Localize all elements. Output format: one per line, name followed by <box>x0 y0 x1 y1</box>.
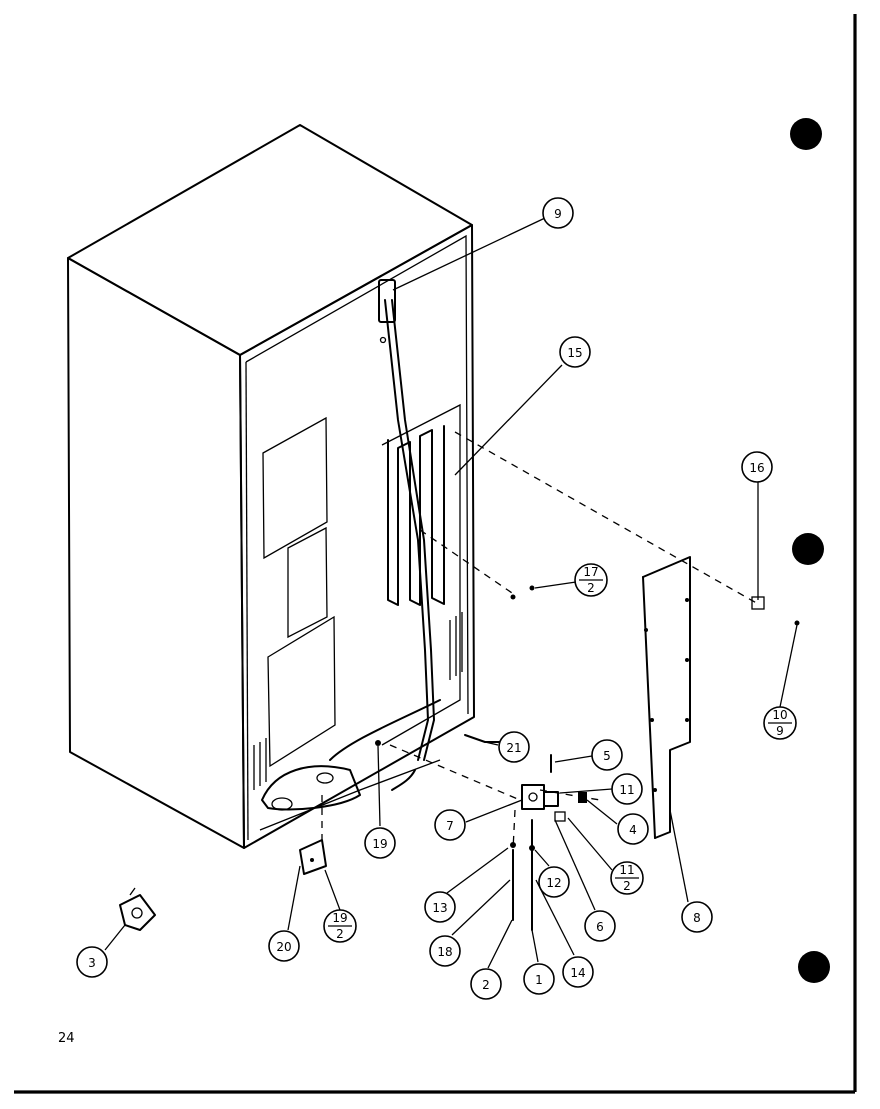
callout-number: 20 <box>276 940 291 954</box>
callout-2: 2 <box>470 968 502 1000</box>
callout-1: 1 <box>523 963 555 995</box>
callout-quantity: 9 <box>776 724 784 738</box>
refrigerator-cabinet <box>67 124 475 849</box>
callout-21: 21 <box>498 731 530 763</box>
callout-18: 18 <box>429 935 461 967</box>
callout-9: 9 <box>542 197 574 229</box>
rear-access-panel <box>642 556 691 839</box>
callout-7: 7 <box>434 809 466 841</box>
callout-14: 14 <box>562 956 594 988</box>
callout-10-9: 10 9 <box>763 706 797 740</box>
callout-number: 6 <box>596 920 604 934</box>
callout-number: 14 <box>570 966 585 980</box>
callout-number: 8 <box>693 911 701 925</box>
callout-16: 16 <box>741 451 773 483</box>
callout-4: 4 <box>617 813 649 845</box>
callout-number: 9 <box>554 207 562 221</box>
callout-number: 5 <box>603 749 611 763</box>
callout-number: 12 <box>546 876 561 890</box>
callout-quantity: 2 <box>587 581 595 595</box>
callout-quantity: 2 <box>623 879 631 893</box>
callout-quantity: 2 <box>336 927 344 941</box>
callout-number: 11 <box>619 863 634 877</box>
callout-number: 10 <box>772 708 787 722</box>
callout-number: 13 <box>432 901 447 915</box>
callout-3: 3 <box>76 946 108 978</box>
callout-11: 11 <box>611 773 643 805</box>
callout-number: 15 <box>567 346 582 360</box>
callout-number: 17 <box>583 565 598 579</box>
callout-number: 4 <box>629 823 637 837</box>
callout-11-2: 11 2 <box>610 861 644 895</box>
callout-number: 18 <box>437 945 452 959</box>
callout-15: 15 <box>559 336 591 368</box>
callout-17-2: 17 2 <box>574 563 608 597</box>
callout-13: 13 <box>424 891 456 923</box>
callout-number: 3 <box>88 956 96 970</box>
binder-holes <box>790 118 830 983</box>
callout-5: 5 <box>591 739 623 771</box>
small-parts <box>119 585 800 931</box>
callout-number: 11 <box>619 783 634 797</box>
callout-number: 7 <box>446 819 454 833</box>
page-number: 24 <box>58 1031 75 1046</box>
assembly-lines <box>321 431 761 851</box>
callout-19: 19 <box>364 827 396 859</box>
callout-8: 8 <box>681 901 713 933</box>
page-frame <box>14 14 857 1094</box>
callout-number: 1 <box>535 973 543 987</box>
callout-12: 12 <box>538 866 570 898</box>
leader-lines <box>104 217 798 969</box>
callout-number: 2 <box>482 978 490 992</box>
callout-20: 20 <box>268 930 300 962</box>
callout-number: 19 <box>332 911 347 925</box>
callout-6: 6 <box>584 910 616 942</box>
callout-number: 16 <box>749 461 764 475</box>
callout-number: 19 <box>372 837 387 851</box>
callout-19-2: 19 2 <box>323 909 357 943</box>
callout-number: 21 <box>506 741 521 755</box>
